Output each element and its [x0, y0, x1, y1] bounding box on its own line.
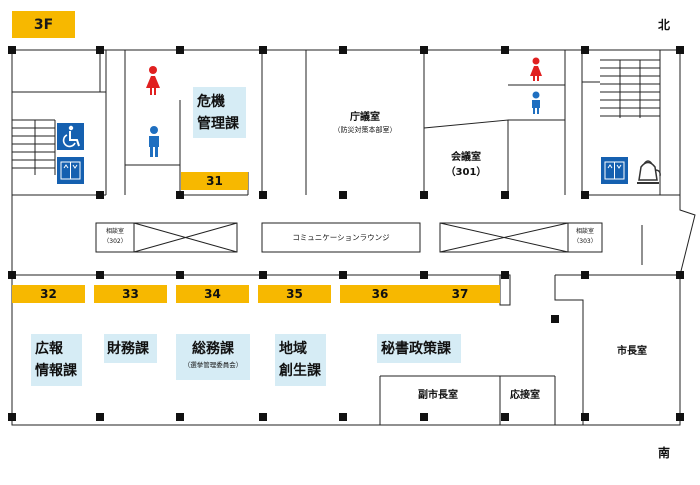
- room-label-koho: 広報情報課: [35, 341, 77, 379]
- room-number-36: 36: [340, 285, 420, 303]
- dept-box-chiiki: [275, 334, 326, 386]
- room-label-chiiki: 地域創生課: [279, 341, 321, 379]
- room-number-31: 31: [181, 172, 248, 190]
- male-restroom-icon: [532, 91, 540, 114]
- wheelchair-icon: [57, 123, 84, 150]
- female-restroom-icon: [530, 57, 542, 81]
- room-label-shicho: 市長室: [617, 346, 647, 357]
- dept-box-hisho: [377, 334, 461, 363]
- room-label-kaigishitsu: 会議室 （301）: [445, 152, 487, 178]
- room-label-fukushicho: 副市長室: [418, 390, 458, 401]
- kettle-icon: [637, 160, 661, 184]
- room-label-zaimu: 財務課: [107, 341, 149, 357]
- elevator-icon: [601, 157, 628, 184]
- room-number-34: 34: [176, 285, 249, 303]
- room-label-somu: 総務課 （選挙管理委員会）: [183, 341, 243, 369]
- room-number-32: 32: [12, 285, 85, 303]
- room-label-soudan-302: 相談室 （302）: [103, 228, 127, 245]
- staircase-icon: [600, 59, 660, 118]
- room-label-hisho: 秘書政策課: [381, 341, 451, 357]
- north-label: 北: [658, 18, 671, 32]
- floor-badge: 3F: [12, 11, 75, 38]
- room-number-35: 35: [258, 285, 331, 303]
- staircase-icon: [12, 119, 56, 175]
- room-number-37: 37: [420, 285, 500, 303]
- dept-box-somu: [176, 334, 250, 380]
- female-restroom-icon: [146, 66, 160, 95]
- elevator-icon: [57, 157, 84, 184]
- dept-box-kiki: [193, 87, 246, 138]
- room-label-osetsu: 応接室: [510, 390, 540, 401]
- male-restroom-icon: [149, 126, 159, 157]
- dept-box-zaimu: [104, 334, 157, 363]
- room-label-chogishitsu: 庁議室 （防災対策本部室）: [333, 112, 397, 134]
- room-label-kiki: 危機管理課: [197, 94, 239, 132]
- room-label-soudan-303: 相談室 （303）: [573, 228, 597, 245]
- room-label-lounge: コミュニケーションラウンジ: [292, 233, 390, 242]
- room-number-33: 33: [94, 285, 167, 303]
- south-label: 南: [658, 446, 671, 460]
- outer-wall: [11, 49, 696, 426]
- dept-box-koho: [31, 334, 82, 386]
